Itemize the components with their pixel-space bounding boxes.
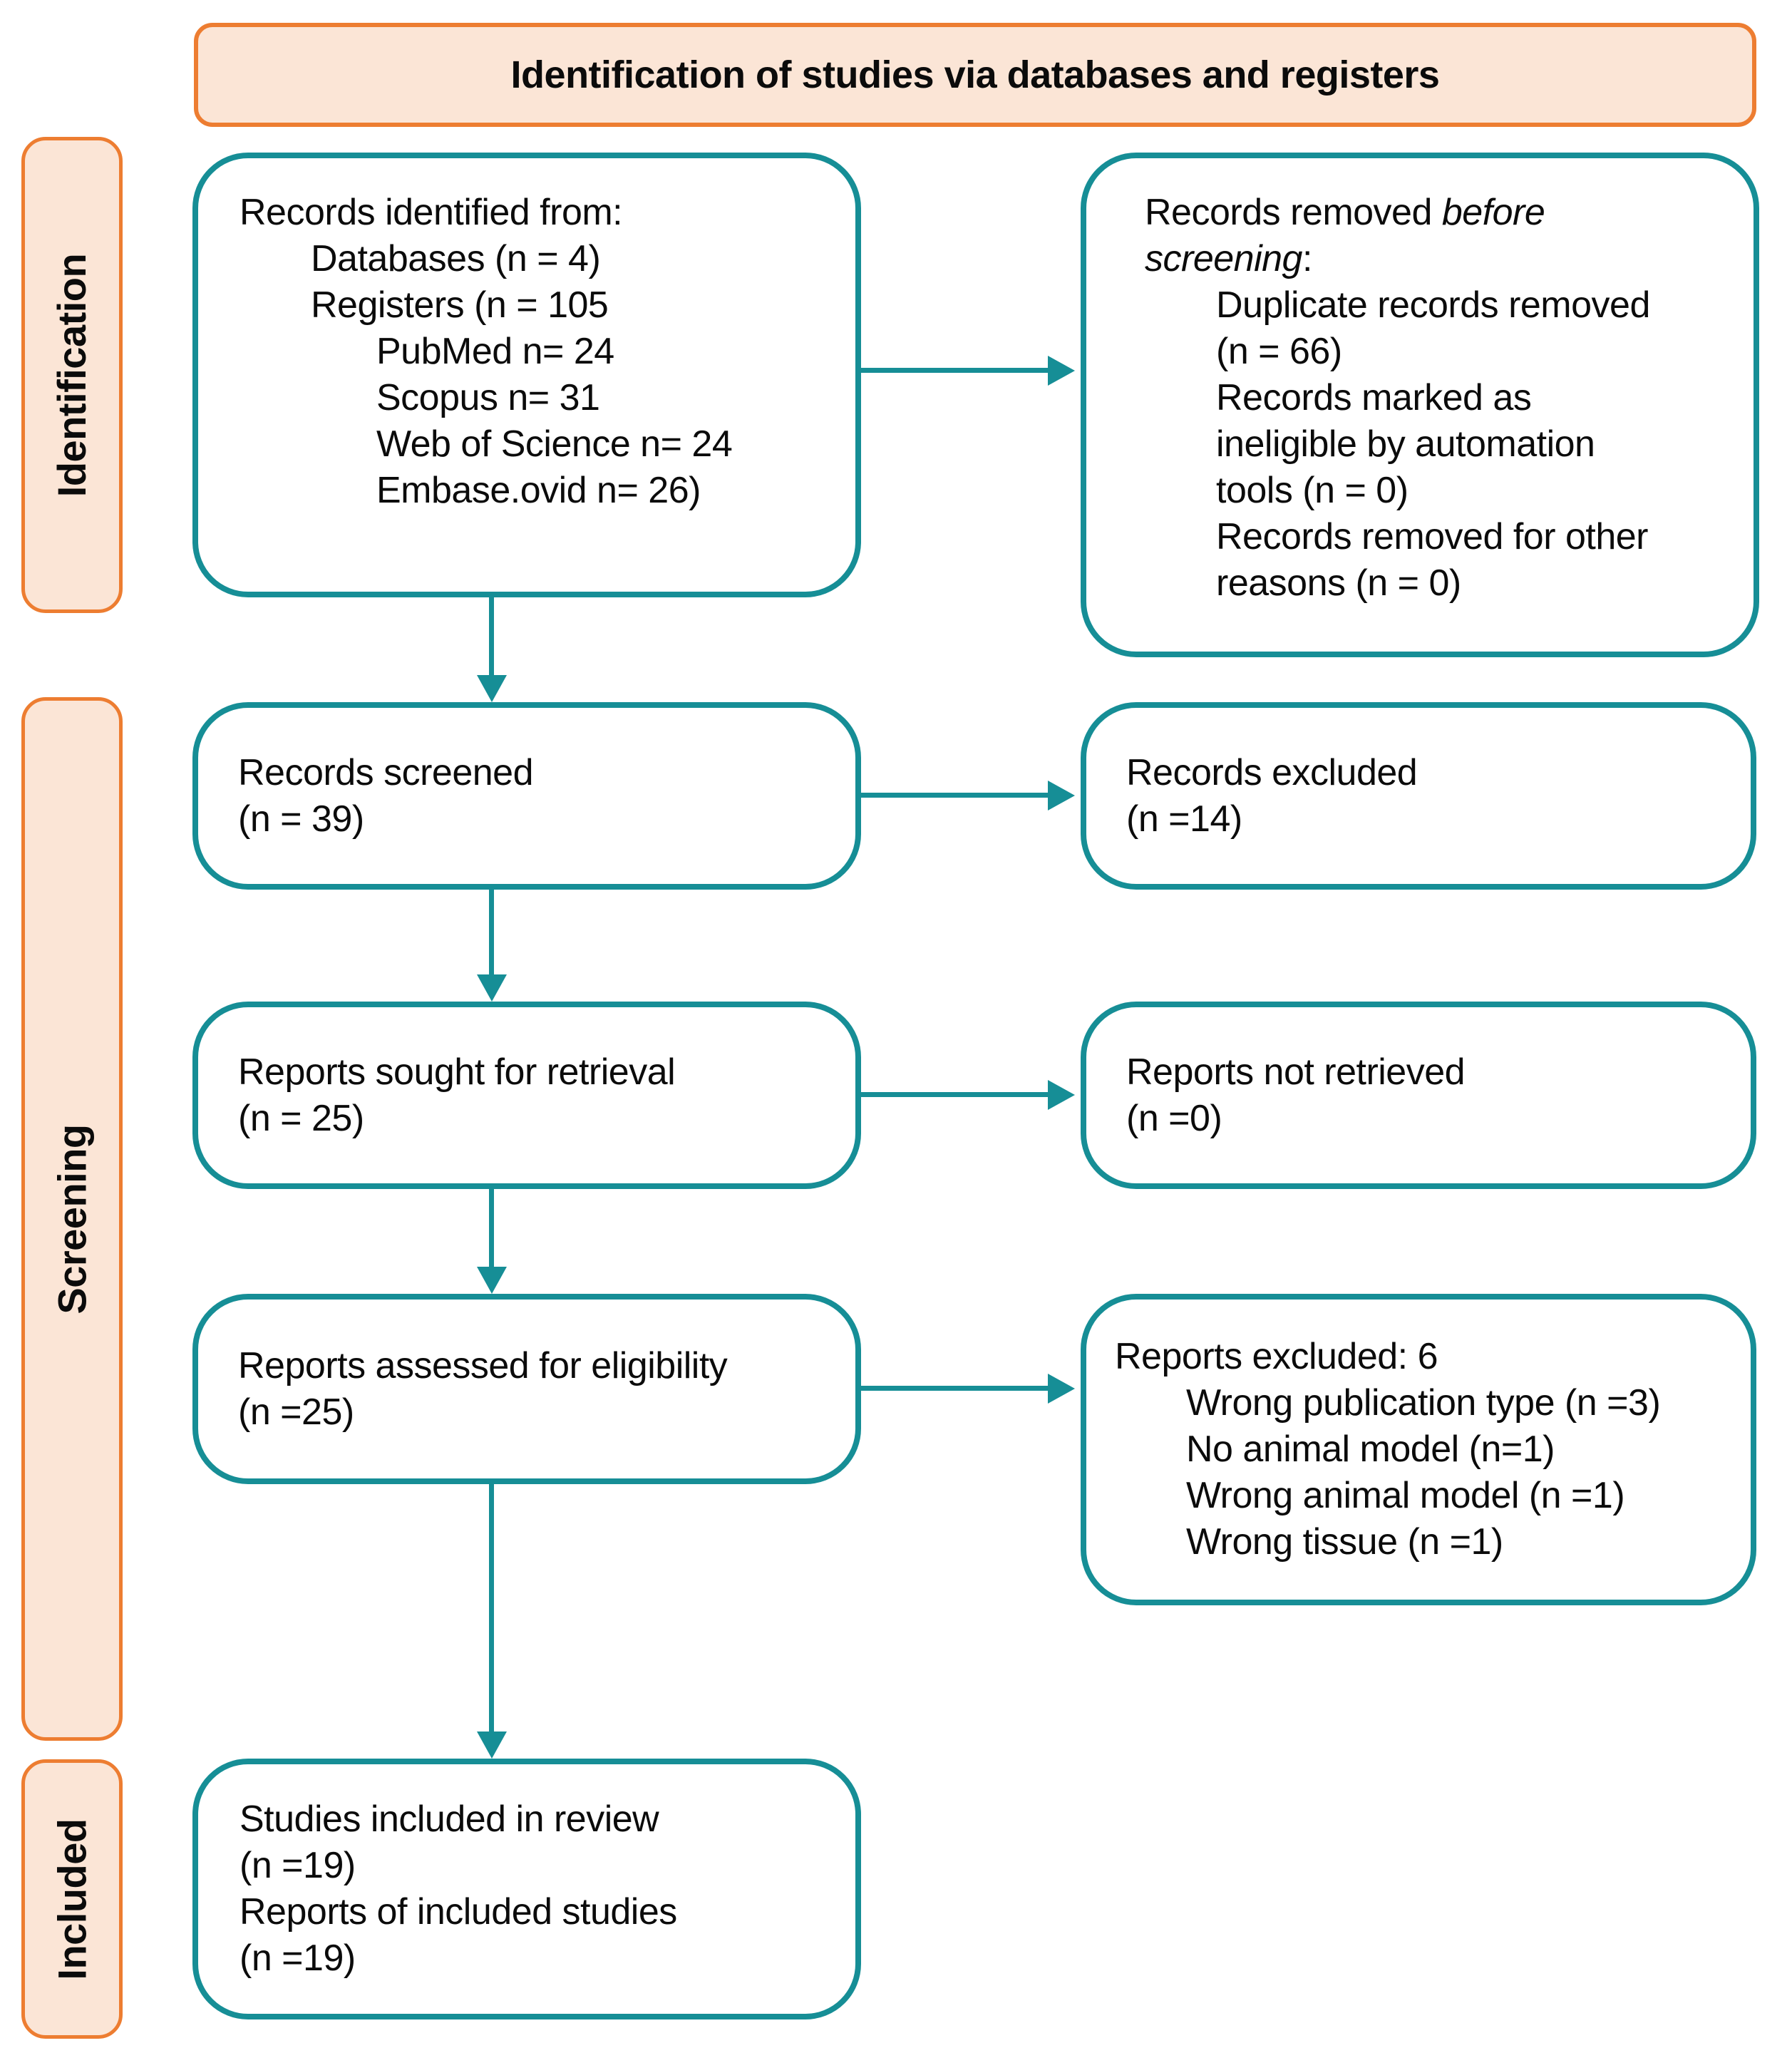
text-line: Records screened [238, 751, 534, 793]
text-line: (n =25) [238, 1391, 354, 1433]
stage-label-identification: Identification [21, 137, 123, 613]
text-line: Web of Science n= 24 [376, 423, 733, 465]
text-line: (n =0) [1126, 1097, 1222, 1139]
text-line: Records removed before [1145, 192, 1545, 233]
arrow-line [489, 1189, 494, 1267]
text-line: (n = 25) [238, 1097, 364, 1139]
arrow-line [861, 1386, 1051, 1391]
text-line: (n =19) [240, 1845, 356, 1886]
box-records-excluded: Records excluded (n =14) [1081, 702, 1756, 890]
text-line: Records identified from: [240, 192, 623, 233]
diagram-title: Identification of studies via databases … [510, 53, 1440, 96]
box-reports-excluded: Reports excluded: 6 Wrong publication typ… [1081, 1294, 1756, 1605]
stage-label-screening: Screening [21, 697, 123, 1741]
arrow-head-down-icon [477, 1731, 507, 1759]
arrow-line [489, 597, 494, 676]
text-line: PubMed n= 24 [376, 331, 614, 372]
arrow-line [861, 1092, 1051, 1097]
box-reports-sought: Reports sought for retrieval(n = 25) [192, 1002, 861, 1189]
arrow-head-down-icon [477, 974, 507, 1002]
stage-label-screening-text: Screening [49, 1123, 95, 1314]
text-line: (n = 39) [238, 798, 364, 840]
text-line: screening: [1145, 238, 1312, 279]
arrow-head-right-icon [1048, 1374, 1075, 1404]
stage-label-included: Included [21, 1759, 123, 2039]
text-line: Registers (n = 105 [311, 284, 609, 326]
box-studies-included: Studies included in review (n =19) Reports… [192, 1759, 861, 2019]
text-line: (n =19) [240, 1938, 356, 1979]
text-line: ineligible by automation [1216, 423, 1595, 465]
text-line: Wrong animal model (n =1) [1186, 1475, 1625, 1516]
text-line: Reports excluded: 6 [1115, 1336, 1438, 1377]
text-line: (n = 66) [1216, 331, 1342, 372]
arrow-line [861, 368, 1051, 373]
text-line: Reports of included studies [240, 1891, 677, 1933]
text-line: Embase.ovid n= 26) [376, 470, 701, 511]
arrow-head-down-icon [477, 675, 507, 702]
text-line: Reports assessed for eligibility [238, 1344, 728, 1386]
box-reports-not-retrieved: Reports not retrieved(n =0) [1081, 1002, 1756, 1189]
arrow-head-down-icon [477, 1267, 507, 1294]
box-records-identified: Records identified from: Databases (n = 4… [192, 153, 861, 597]
arrow-line [861, 793, 1051, 798]
arrow-head-right-icon [1048, 1080, 1075, 1110]
text-line: Wrong tissue (n =1) [1186, 1521, 1503, 1563]
text-line: Records removed for other [1216, 516, 1649, 557]
text-line: Reports sought for retrieval [238, 1051, 676, 1093]
box-reports-assessed: Reports assessed for eligibility (n =25) [192, 1294, 861, 1484]
text-line: Records marked as [1216, 377, 1532, 418]
text-line: Scopus n= 31 [376, 377, 600, 418]
box-records-screened: Records screened (n = 39) [192, 702, 861, 890]
text-line: reasons (n = 0) [1216, 562, 1461, 604]
box-records-removed-before-screening: Records removed before screening: Duplicat… [1081, 153, 1759, 657]
text-line: Studies included in review [240, 1799, 659, 1840]
diagram-title-box: Identification of studies via databases … [194, 23, 1756, 127]
text-line: Records excluded [1126, 751, 1418, 793]
arrow-head-right-icon [1048, 356, 1075, 386]
arrow-head-right-icon [1048, 781, 1075, 811]
text-line: No animal model (n=1) [1186, 1429, 1555, 1470]
text-line: Wrong publication type (n =3) [1186, 1382, 1661, 1424]
text-line: Duplicate records removed [1216, 284, 1650, 326]
text-line: tools (n = 0) [1216, 470, 1409, 511]
text-line: Reports not retrieved [1126, 1051, 1466, 1093]
arrow-line [489, 890, 494, 975]
stage-label-included-text: Included [49, 1818, 95, 1980]
text-line: (n =14) [1126, 798, 1242, 840]
stage-label-identification-text: Identification [49, 253, 95, 497]
text-line: Databases (n = 4) [311, 238, 601, 279]
arrow-line [489, 1484, 494, 1732]
